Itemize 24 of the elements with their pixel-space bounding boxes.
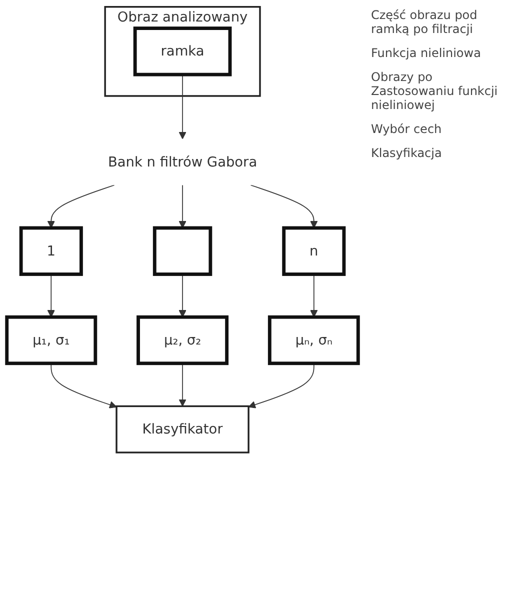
arrow xyxy=(47,274,55,318)
node-box xyxy=(152,226,212,276)
note-text: Funkcja nieliniowa xyxy=(371,46,482,60)
arrow xyxy=(310,274,318,318)
node-text: Bank n filtrów Gabora xyxy=(108,153,258,170)
arrow xyxy=(178,74,186,140)
note-text: Wybór cech xyxy=(371,122,443,136)
arrow xyxy=(178,274,186,318)
node-box: μₙ, σₙ xyxy=(268,315,360,366)
node-box: n xyxy=(282,226,346,276)
arrow xyxy=(250,184,318,228)
node-box: ramka xyxy=(133,26,232,76)
arrow xyxy=(50,362,117,408)
arrow xyxy=(47,184,115,228)
note-text: Część obrazu pod ramką po filtracji xyxy=(371,8,478,36)
note-text: Obrazy po Zastosowaniu funkcji nieliniowej xyxy=(371,70,499,112)
arrow xyxy=(178,362,186,407)
arrow xyxy=(248,362,314,408)
arrow xyxy=(178,184,186,228)
node-box: 1 xyxy=(19,226,83,276)
note-text: Klasyfikacja xyxy=(371,146,443,160)
node-box: μ₁, σ₁ xyxy=(5,315,98,366)
node-box: Klasyfikator xyxy=(116,405,250,454)
node-box: μ₂, σ₂ xyxy=(136,315,229,366)
